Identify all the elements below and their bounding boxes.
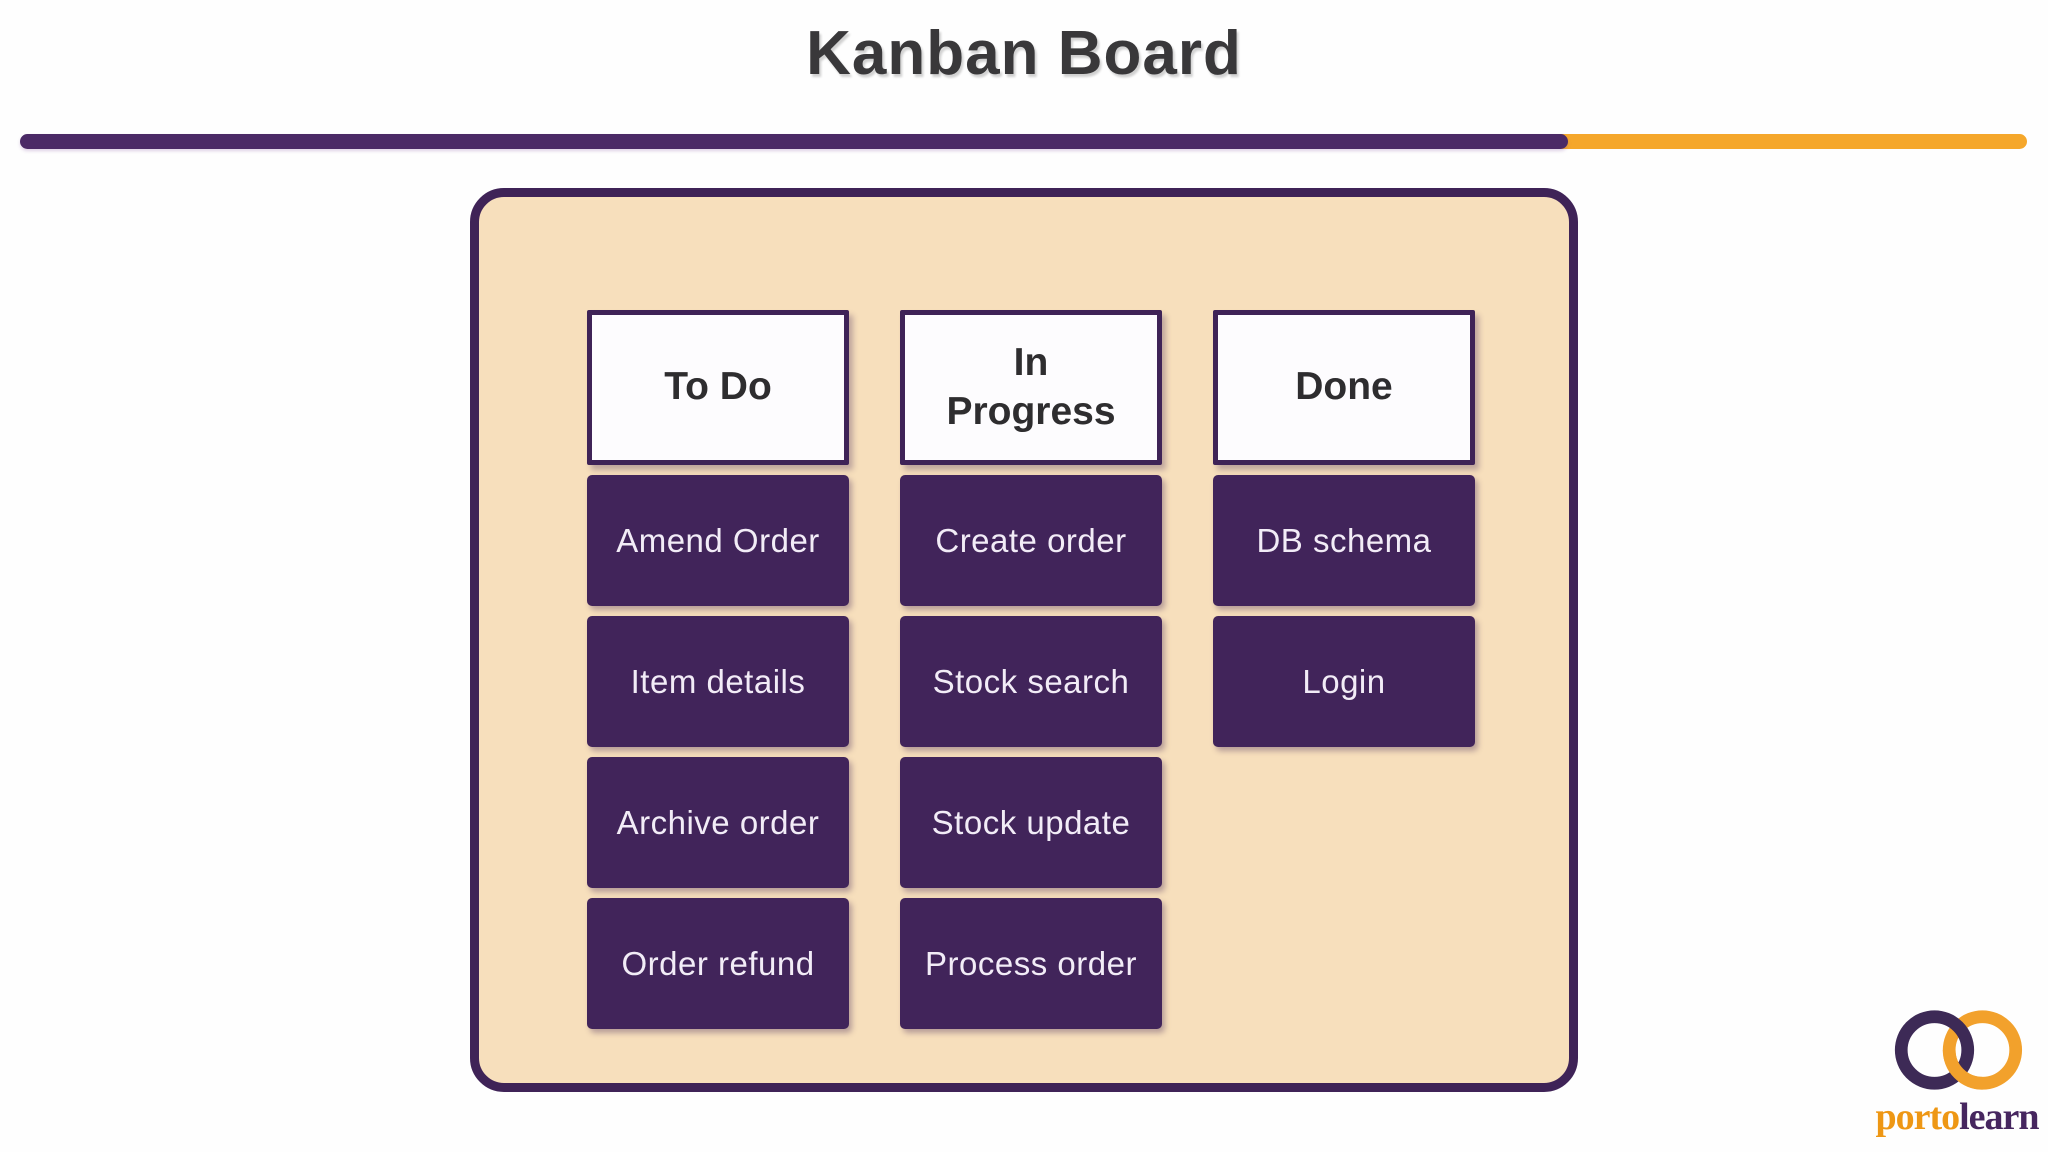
kanban-card[interactable]: DB schema xyxy=(1213,475,1475,606)
logo-text-learn: learn xyxy=(1959,1096,2039,1138)
column-header-label: In Progress xyxy=(946,340,1116,433)
column-header-in-progress: In Progress xyxy=(900,310,1162,465)
column-header-label: To Do xyxy=(664,365,772,409)
logo-wordmark: portolearn xyxy=(1874,1098,2040,1136)
divider-orange-segment xyxy=(1540,134,2027,149)
header-divider xyxy=(0,134,2048,149)
kanban-card[interactable]: Archive order xyxy=(587,757,849,888)
column-header-done: Done xyxy=(1213,310,1475,465)
kanban-card[interactable]: Stock update xyxy=(900,757,1162,888)
page-title: Kanban Board xyxy=(806,19,1242,88)
logo-text-porto: porto xyxy=(1875,1096,1960,1138)
column-header-todo: To Do xyxy=(587,310,849,465)
kanban-card[interactable]: Amend Order xyxy=(587,475,849,606)
portolearn-logo: portolearn xyxy=(1874,1006,2040,1136)
kanban-card[interactable]: Create order xyxy=(900,475,1162,606)
divider-purple-segment xyxy=(20,134,1568,149)
column-in-progress: In Progress Create order Stock search St… xyxy=(900,310,1162,1029)
interlocking-rings-icon xyxy=(1894,1010,2023,1090)
kanban-card[interactable]: Stock search xyxy=(900,616,1162,747)
kanban-card[interactable]: Order refund xyxy=(587,898,849,1029)
kanban-card[interactable]: Login xyxy=(1213,616,1475,747)
kanban-board: To Do Amend Order Item details Archive o… xyxy=(470,188,1578,1092)
column-todo: To Do Amend Order Item details Archive o… xyxy=(587,310,849,1029)
column-done: Done DB schema Login xyxy=(1213,310,1475,747)
column-header-label: Done xyxy=(1295,365,1393,409)
kanban-card[interactable]: Process order xyxy=(900,898,1162,1029)
kanban-card[interactable]: Item details xyxy=(587,616,849,747)
